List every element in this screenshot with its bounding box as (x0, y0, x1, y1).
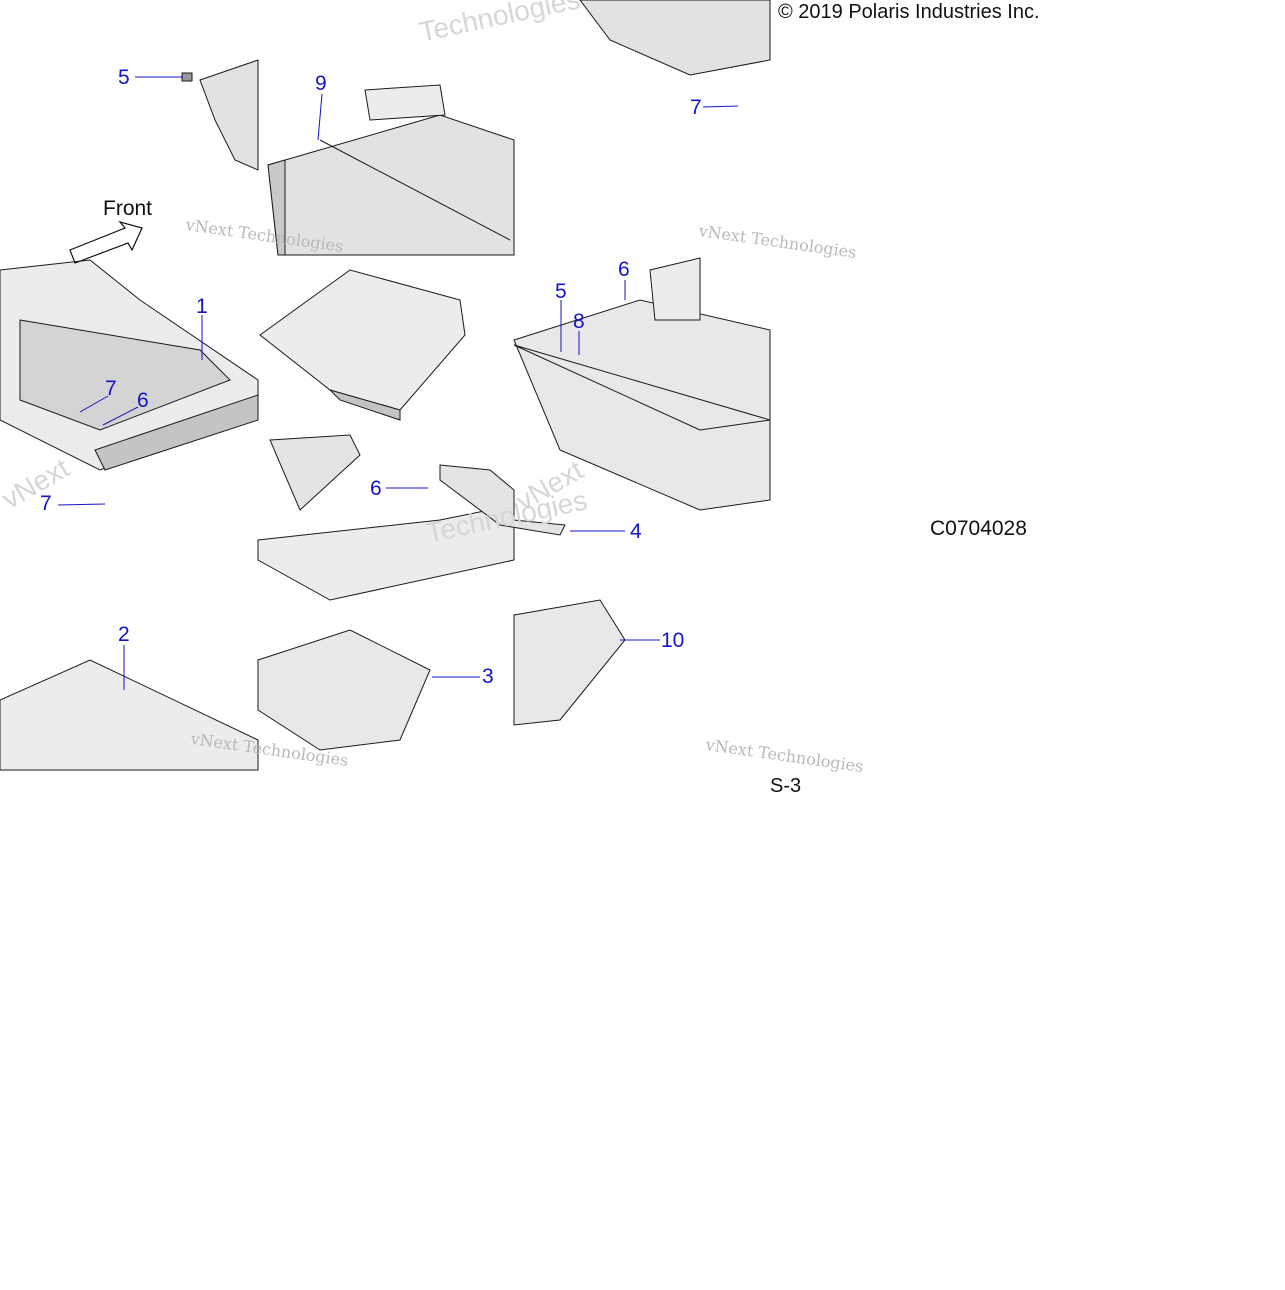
part-2-panel (0, 659, 259, 771)
callout-9[interactable]: 9 (315, 72, 327, 95)
page-reference: S-3 (770, 775, 802, 797)
part-middle-tub (259, 269, 466, 421)
part-9-storage-box-top (267, 84, 515, 256)
callout-1[interactable]: 1 (196, 295, 208, 318)
callout-5-top-left[interactable]: 5 (118, 66, 130, 89)
leader-lines (57, 76, 739, 690)
callout-7-bottom-left[interactable]: 7 (40, 492, 52, 515)
part-lower-panel (257, 434, 515, 601)
front-label: Front (103, 197, 153, 220)
callout-6-right[interactable]: 6 (618, 258, 630, 281)
part-3-tub (257, 629, 431, 751)
part-storage-box-right (513, 257, 771, 511)
callout-6-middle[interactable]: 6 (370, 477, 382, 500)
callout-2[interactable]: 2 (118, 623, 130, 646)
part-box-top-right (579, 0, 771, 76)
callout-8[interactable]: 8 (573, 310, 585, 333)
part-bracket-top-left (181, 59, 259, 171)
front-arrow (69, 220, 143, 264)
drawing-code: C0704028 (930, 517, 1027, 540)
part-10-bracket (513, 599, 626, 726)
callout-6-left[interactable]: 6 (137, 389, 149, 412)
callout-10[interactable]: 10 (661, 629, 685, 652)
callout-3[interactable]: 3 (482, 665, 494, 688)
callout-5-right[interactable]: 5 (555, 280, 567, 303)
callout-4[interactable]: 4 (630, 520, 642, 543)
callout-7-left[interactable]: 7 (105, 377, 117, 400)
callout-7-top-right[interactable]: 7 (690, 96, 702, 119)
copyright-text: © 2019 Polaris Industries Inc. (778, 1, 1040, 23)
part-4-bracket (439, 464, 566, 536)
part-1-floor-pan (0, 259, 259, 471)
